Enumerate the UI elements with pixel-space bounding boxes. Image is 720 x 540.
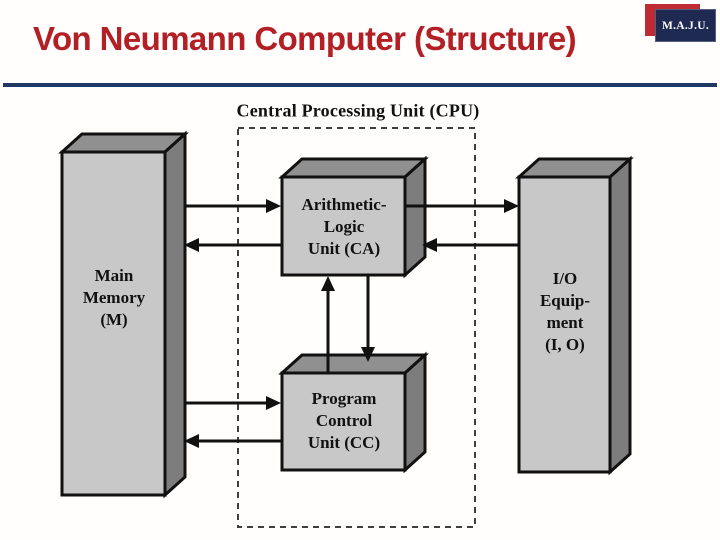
arrow-alu-to-pcu-head <box>361 347 375 362</box>
main-memory-box <box>58 130 189 499</box>
logo-text: M.A.J.U. <box>661 19 710 32</box>
main-memory-side-face <box>163 130 187 499</box>
main-memory-label: Main Memory (M) <box>82 266 146 329</box>
program-control-unit-label: Program Control Unit (CC) <box>307 389 381 452</box>
pcu-top-face <box>278 353 429 375</box>
header-divider <box>3 83 717 87</box>
io-equipment-front-face <box>517 175 612 474</box>
arrow-io-to-alu-head <box>422 238 437 252</box>
alu-top-face <box>278 157 429 179</box>
io-equipment-label: I/O Equip- ment (I, O) <box>539 269 591 354</box>
cpu-dashed-boundary <box>237 127 476 528</box>
page-title: Von Neumann Computer (Structure) <box>33 20 577 57</box>
io-equipment-box <box>515 155 634 476</box>
alu-front-face <box>280 175 407 277</box>
io-equipment-side-face <box>608 155 632 476</box>
arrow-pcu-to-alu-head <box>321 276 335 291</box>
main-memory-front-face <box>60 150 167 497</box>
alu-side-face <box>403 155 427 279</box>
arithmetic-logic-unit-box <box>278 155 429 279</box>
cpu-group-label: Central Processing Unit (CPU) <box>236 100 480 121</box>
arrow-mm-to-alu-head <box>266 199 281 213</box>
diagram-arrows <box>184 199 519 448</box>
arrow-pcu-to-mm-head <box>184 434 199 448</box>
maju-logo: M.A.J.U. <box>645 3 717 44</box>
arrow-mm-to-pcu-head <box>266 396 281 410</box>
logo-navy-shape: M.A.J.U. <box>655 9 716 42</box>
arrow-alu-to-io-head <box>504 199 519 213</box>
arrow-alu-to-mm-head <box>184 238 199 252</box>
arithmetic-logic-unit-label: Arithmetic- Logic Unit (CA) <box>301 195 387 258</box>
program-control-unit-box <box>278 351 429 474</box>
pcu-side-face <box>403 351 427 474</box>
pcu-front-face <box>280 371 407 472</box>
